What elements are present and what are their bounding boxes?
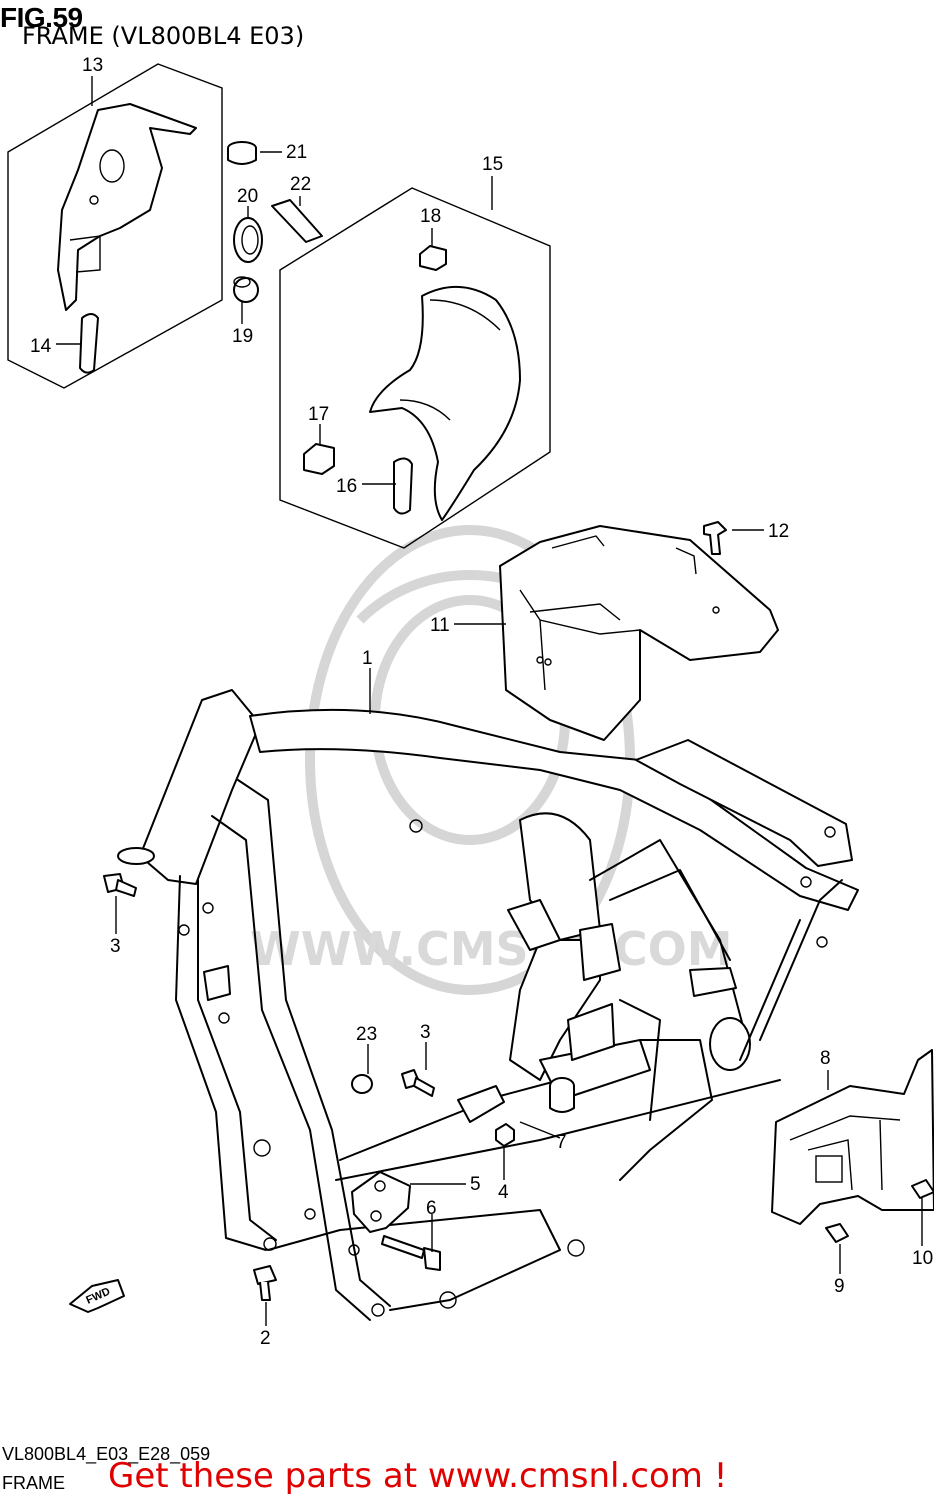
figure-title: FRAME (VL800BL4 E03) [22, 22, 305, 50]
part-15-tank-cover [369, 286, 521, 521]
section-name: FRAME [2, 1473, 65, 1493]
part-18-cushion [419, 245, 447, 271]
callout-11: 11 [430, 615, 450, 636]
callout-16: 16 [336, 476, 357, 497]
callout-23: 23 [356, 1024, 377, 1045]
callout-7: 7 [556, 1132, 567, 1153]
callout-12: 12 [768, 521, 789, 542]
part-12-bolt [703, 521, 727, 555]
part-22-tape [271, 199, 323, 243]
callout-15: 15 [482, 154, 503, 175]
callout-8: 8 [820, 1048, 831, 1069]
callout-9: 9 [834, 1276, 845, 1297]
part-1-frame [117, 689, 859, 1321]
callout-19: 19 [232, 326, 253, 347]
part-13-side-cover [57, 103, 197, 311]
callout-4: 4 [498, 1182, 509, 1203]
callout-13: 13 [82, 55, 103, 76]
part-21-grommet [227, 141, 257, 165]
part-10-bolt [911, 1179, 934, 1199]
promo-link[interactable]: Get these parts at www.cmsnl.com ! [108, 1456, 728, 1496]
part-5-bracket [351, 1171, 411, 1233]
part-3-bolt-lower [401, 1069, 435, 1097]
callout-22: 22 [290, 174, 311, 195]
figure-number: FIG.59 [0, 2, 83, 33]
part-7-collar [549, 1077, 575, 1113]
engine-mount-plate [457, 1085, 505, 1123]
callout-2: 2 [260, 1328, 271, 1349]
callout-17: 17 [308, 404, 329, 425]
part-11-battery-box [499, 525, 779, 741]
diagram-code: VL800BL4_E03_E28_059 [2, 1444, 211, 1464]
callout-1: 1 [362, 648, 373, 669]
callout-21: 21 [286, 142, 307, 163]
callout-10-label: 10 [912, 1248, 933, 1269]
callout-3-upper: 3 [110, 936, 121, 957]
part-9-bolt [825, 1223, 849, 1243]
part-20-grommet [233, 217, 263, 263]
part-16-cushion [393, 457, 413, 515]
part-6-bolt [381, 1235, 441, 1271]
leader-lines [56, 76, 923, 1326]
part-3-bolt-upper [103, 873, 137, 897]
part-2-bolt [253, 1265, 277, 1301]
fwd-arrow-icon: FWD [69, 1279, 125, 1313]
group-box-13 [7, 63, 223, 389]
callouts: 13 21 20 22 19 14 15 18 17 16 12 11 1 3 … [30, 55, 845, 1349]
part-23-cap [351, 1074, 373, 1094]
group-box-15 [279, 187, 551, 549]
part-8-bracket [771, 1049, 934, 1225]
callout-3-lower: 3 [420, 1022, 431, 1043]
callout-5: 5 [470, 1174, 481, 1195]
callout-6: 6 [426, 1198, 437, 1219]
part-14-cushion [79, 313, 99, 374]
callout-14: 14 [30, 336, 52, 357]
part-4-nut [495, 1123, 515, 1147]
part-19-cushion [233, 276, 259, 303]
callout-18: 18 [420, 206, 441, 227]
watermark-text: WWW.CMSNL.COM [250, 922, 733, 976]
callout-20: 20 [237, 186, 258, 207]
part-17-cushion [303, 443, 335, 475]
